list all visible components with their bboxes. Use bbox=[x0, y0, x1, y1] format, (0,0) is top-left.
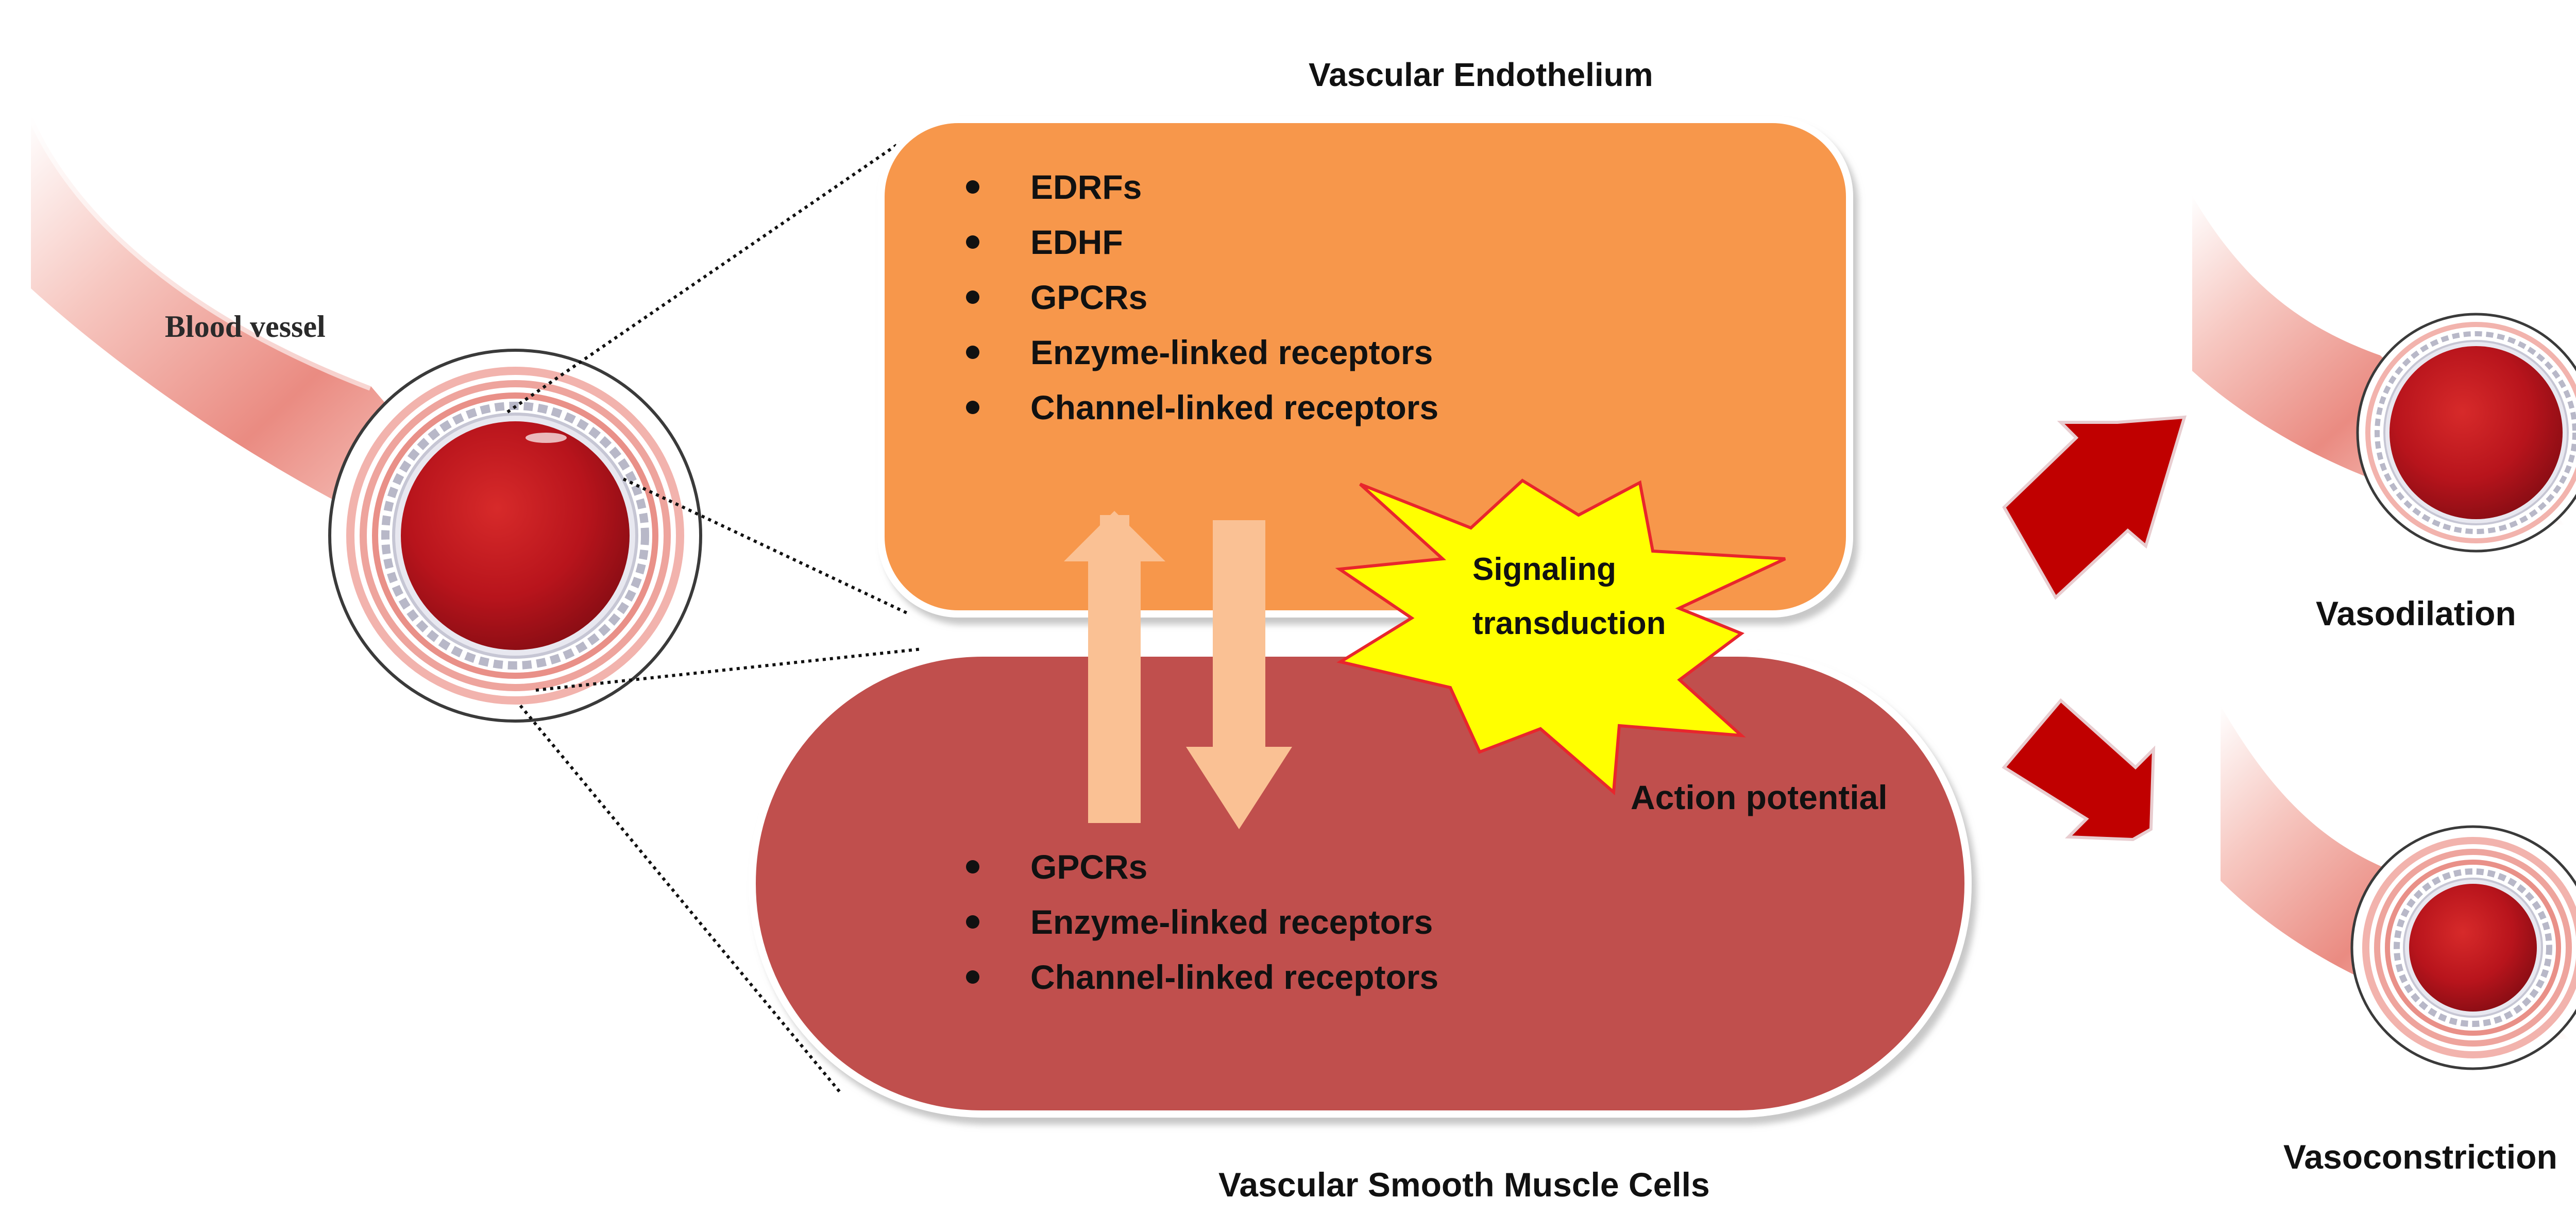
vasodilation-lumen bbox=[2389, 346, 2563, 519]
blood-vessel-left bbox=[26, 111, 702, 723]
vessel-lumen bbox=[401, 421, 630, 650]
list-item: Enzyme-linked receptors bbox=[966, 895, 1438, 950]
signaling-label-line1: Signaling bbox=[1472, 552, 1616, 587]
outcome-arrow-vasoconstriction bbox=[2002, 698, 2156, 842]
zoom-lines bbox=[506, 140, 923, 1093]
list-item: EDHF bbox=[966, 215, 1438, 270]
exchange-up-arrow-shape bbox=[1064, 511, 1165, 823]
vasoconstriction-lumen bbox=[2409, 884, 2537, 1012]
action-potential-label: Action potential bbox=[1631, 778, 1888, 816]
vessel-vasoconstriction bbox=[2221, 706, 2576, 1070]
smooth-muscle-title: Vascular Smooth Muscle Cells bbox=[1218, 1166, 1710, 1204]
endothelium-list: EDRFs EDHF GPCRs Enzyme-linked receptors… bbox=[966, 160, 1438, 435]
endothelium-box bbox=[877, 116, 1853, 618]
endothelium-title: Vascular Endothelium bbox=[1309, 56, 1653, 93]
smooth-muscle-list: GPCRs Enzyme-linked receptors Channel-li… bbox=[966, 840, 1438, 1005]
list-item: Channel-linked receptors bbox=[966, 380, 1438, 435]
list-item: GPCRs bbox=[966, 840, 1438, 895]
list-item: GPCRs bbox=[966, 270, 1438, 325]
list-item: Channel-linked receptors bbox=[966, 950, 1438, 1005]
vasodilation-label: Vasodilation bbox=[2316, 594, 2516, 632]
starburst bbox=[1335, 478, 1786, 796]
blood-vessel-label: Blood vessel bbox=[165, 310, 326, 344]
list-item: Enzyme-linked receptors bbox=[966, 325, 1438, 380]
signaling-label-line2: transduction bbox=[1472, 606, 1666, 641]
list-item: EDRFs bbox=[966, 160, 1438, 215]
exchange-down-arrow bbox=[1186, 520, 1292, 829]
vasoconstriction-label: Vasoconstriction bbox=[2283, 1138, 2557, 1176]
vessel-vasodilation bbox=[2192, 196, 2576, 553]
outcome-arrow-vasodilation bbox=[2002, 415, 2187, 600]
